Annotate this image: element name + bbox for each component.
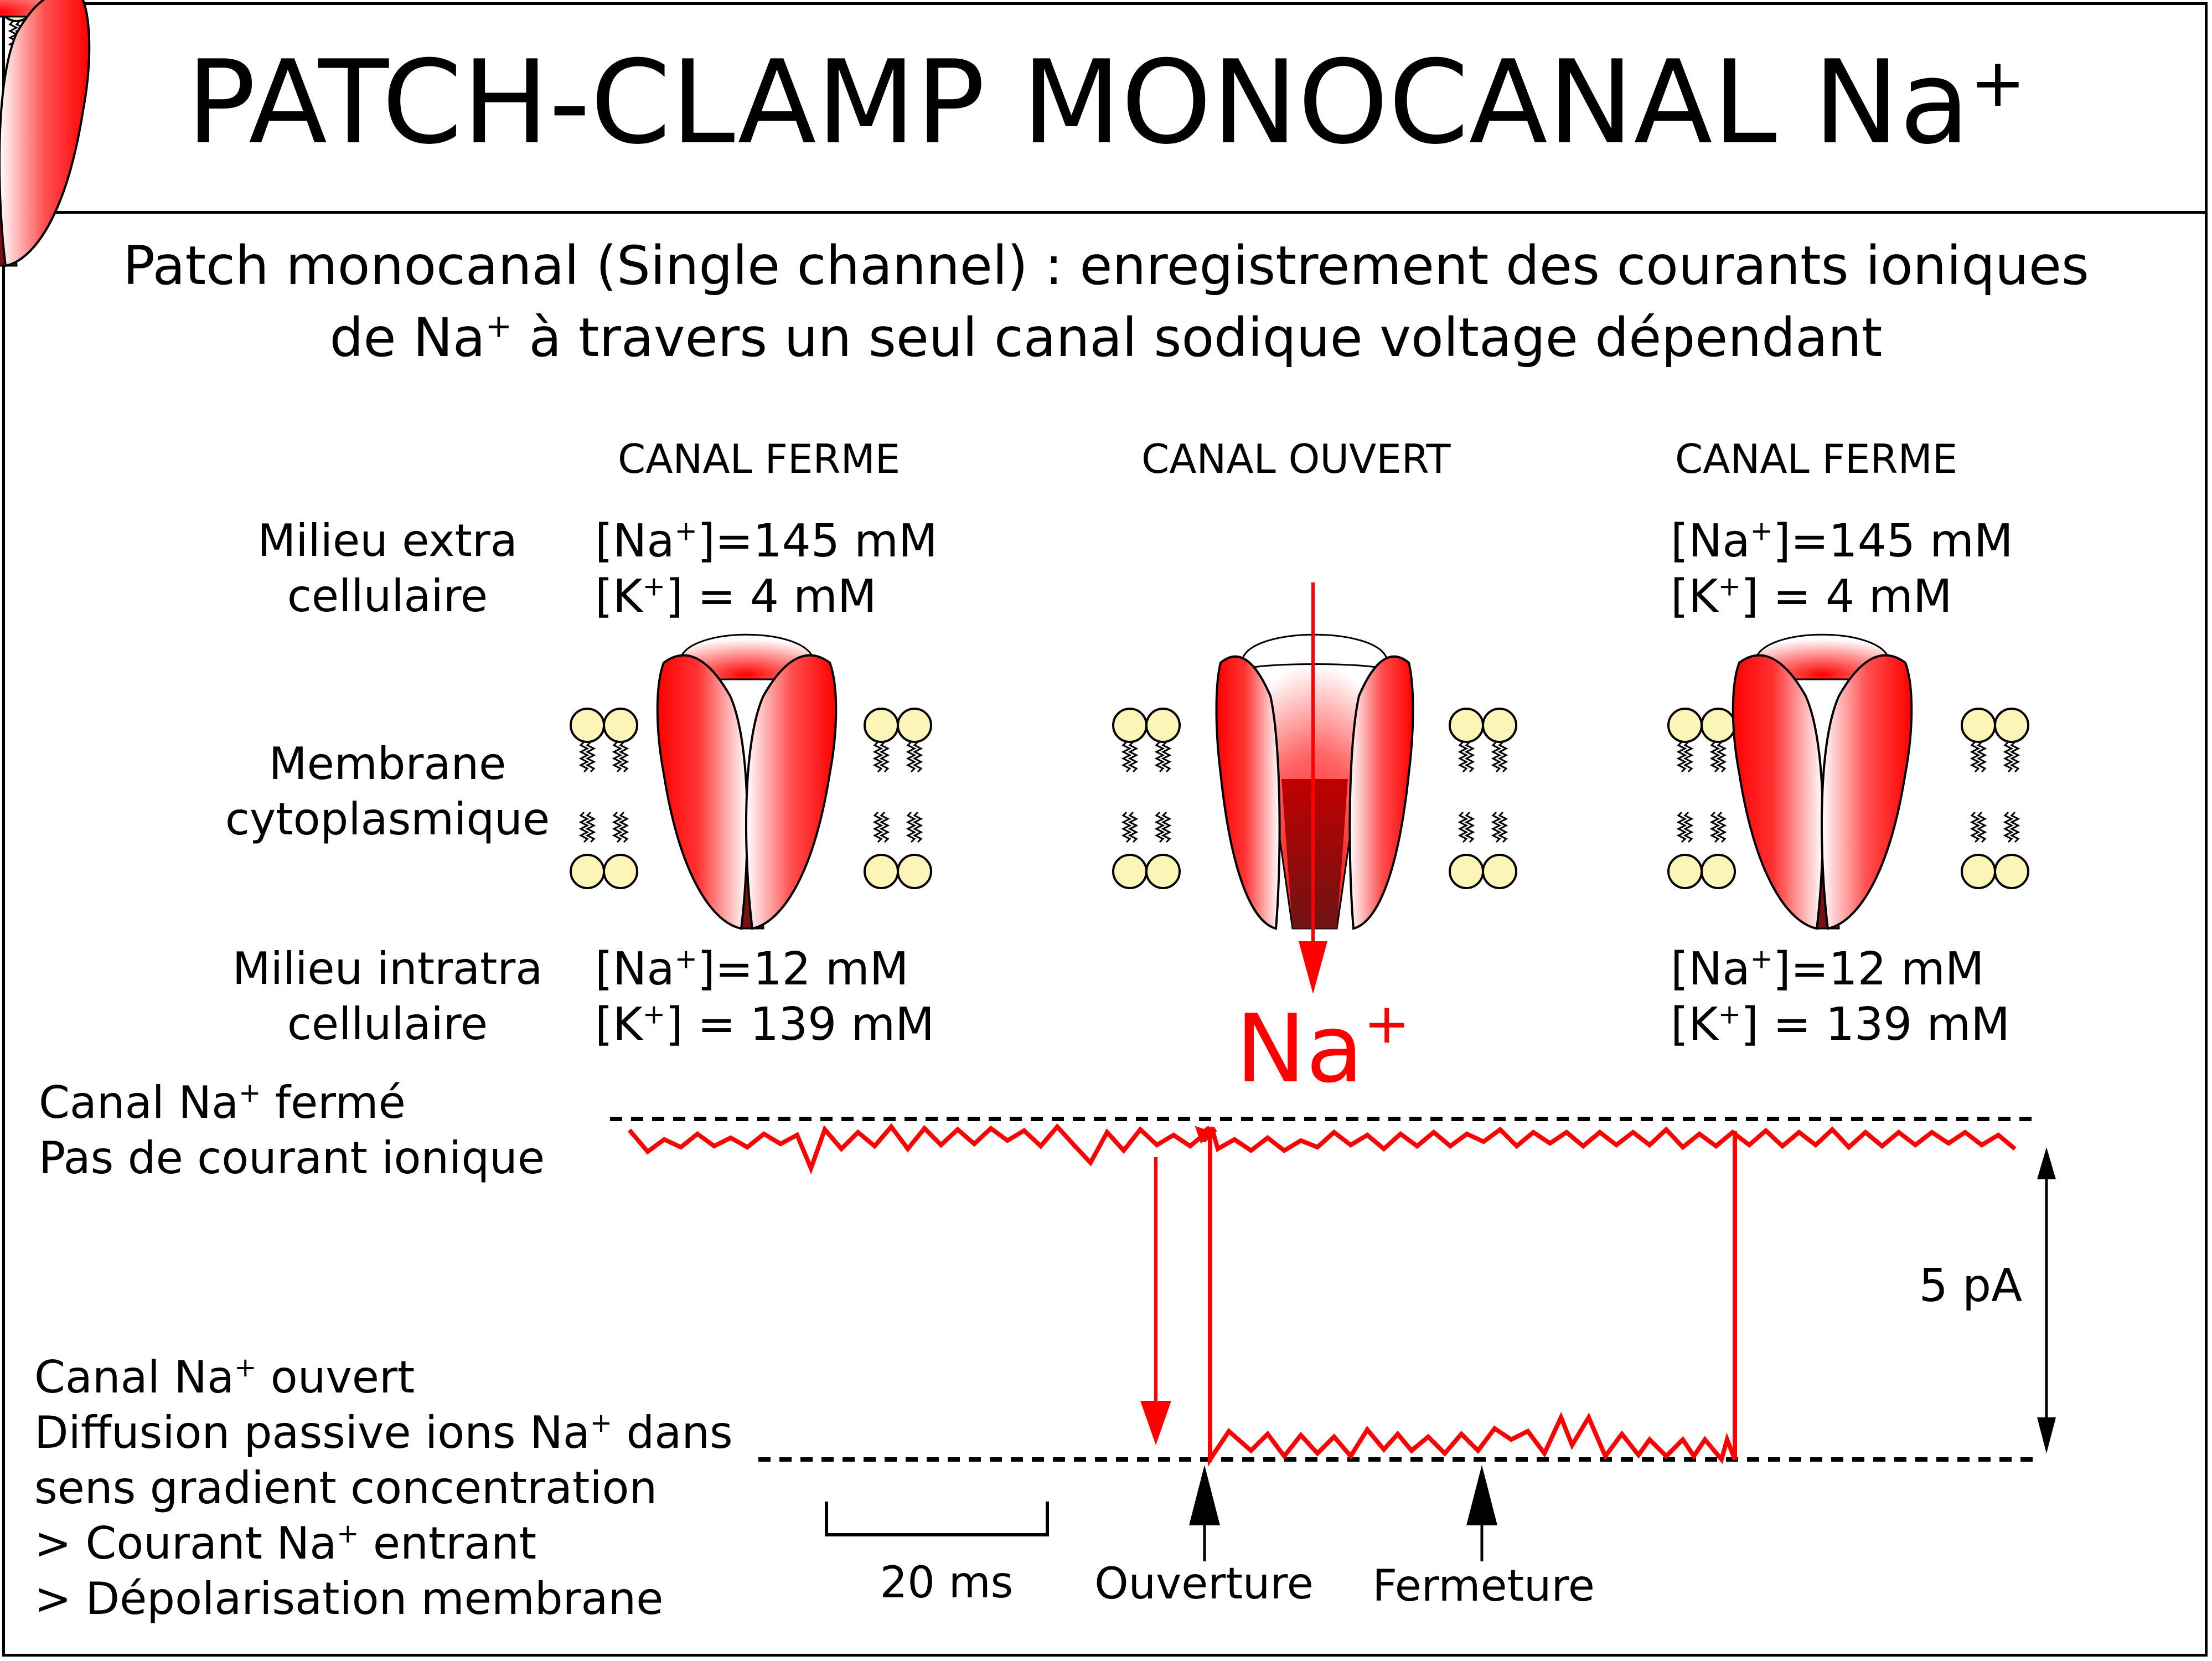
scale-time-label: 20 ms — [880, 1558, 1014, 1608]
conc-extra-k-left: [K+] = 4 mM — [595, 570, 877, 623]
sodium-channel-closed-icon — [1732, 633, 1913, 930]
conc-extra-na-right: [Na+]=145 mM — [1671, 514, 2013, 568]
time-scale-bar — [825, 1502, 1049, 1536]
label-milieu-intra-2: cellulaire — [287, 998, 488, 1050]
phospholipid-bilayer-icon — [864, 708, 932, 889]
subtitle-line-1: Patch monocanal (Single channel) : enreg… — [123, 235, 2089, 297]
conc-intra-k-left: [K+] = 139 mM — [595, 998, 935, 1051]
phospholipid-bilayer-icon — [1961, 708, 2029, 889]
legend-closed-line-2: Pas de courant ionique — [39, 1132, 545, 1184]
legend-open-line-1: Canal Na+ ouvert — [34, 1352, 415, 1403]
conc-intra-na-right: [Na+]=12 mM — [1671, 942, 1984, 995]
legend-open-line-2: Diffusion passive ions Na+ dans — [34, 1407, 733, 1458]
label-milieu-intra-1: Milieu intratra — [232, 943, 543, 994]
double-arrow-icon — [2037, 1147, 2056, 1453]
legend-open-line-5: > Dépolarisation membrane — [34, 1573, 664, 1624]
header-canal-ferme-right: CANAL FERME — [1675, 436, 1958, 482]
event-fermeture-label: Fermeture — [1372, 1561, 1595, 1611]
arrow-down-icon — [1299, 582, 1327, 994]
title-band — [2, 2, 2208, 214]
conc-extra-k-right: [K+] = 4 mM — [1671, 570, 1952, 623]
subtitle-line-2: de Na+ à travers un seul canal sodique v… — [329, 307, 1883, 369]
scale-current-label: 5 pA — [1919, 1260, 2023, 1312]
phospholipid-bilayer-icon — [1112, 708, 1181, 889]
header-canal-ferme-left: CANAL FERME — [618, 436, 901, 482]
current-trace — [627, 1123, 2017, 1175]
current-trace-open-segment — [1200, 1128, 1737, 1467]
phospholipid-bilayer-icon — [570, 708, 638, 889]
label-milieu-extra-1: Milieu extra — [257, 515, 518, 566]
arrow-up-icon — [1466, 1465, 1497, 1561]
arrow-up-icon — [1189, 1465, 1220, 1561]
label-milieu-extra-2: cellulaire — [287, 570, 488, 622]
arrow-down-icon — [1140, 1157, 1171, 1445]
legend-open-line-3: sens gradient concentration — [34, 1462, 658, 1514]
label-membrane-1: Membrane — [268, 738, 507, 790]
phospholipid-bilayer-icon — [1449, 708, 1517, 889]
sodium-ion-label: Na+ — [1236, 991, 1410, 1104]
legend-open-line-4: > Courant Na+ entrant — [34, 1518, 537, 1569]
phospholipid-bilayer-icon — [1667, 708, 1736, 889]
event-ouverture-label: Ouverture — [1094, 1559, 1314, 1609]
page-title: PATCH-CLAMP MONOCANAL Na+ — [186, 36, 2026, 170]
legend-closed-line-1: Canal Na+ fermé — [39, 1077, 406, 1128]
conc-intra-na-left: [Na+]=12 mM — [595, 942, 909, 995]
label-membrane-2: cytoplasmique — [225, 793, 550, 845]
conc-extra-na-left: [Na+]=145 mM — [595, 514, 938, 568]
conc-intra-k-right: [K+] = 139 mM — [1671, 998, 2011, 1051]
sodium-channel-closed-icon — [656, 633, 838, 930]
header-canal-ouvert: CANAL OUVERT — [1141, 436, 1451, 482]
